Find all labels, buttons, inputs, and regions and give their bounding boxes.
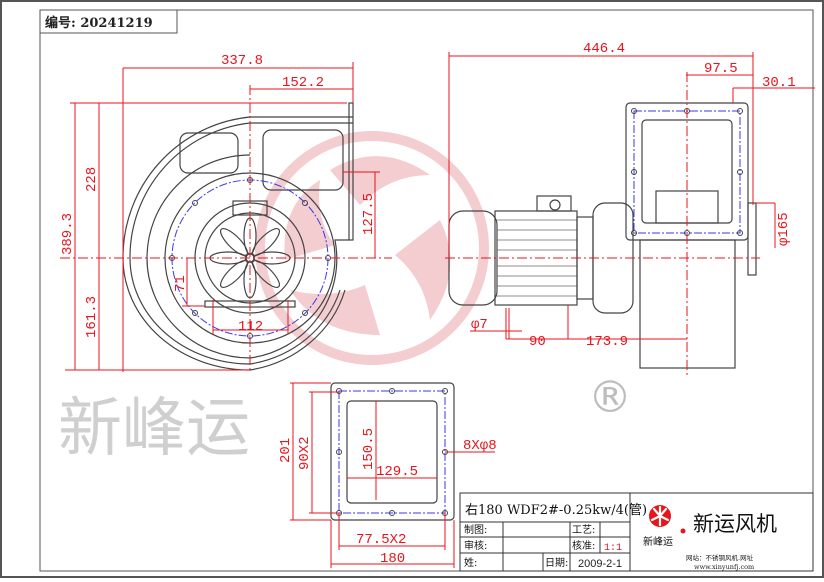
dim-outer-width: 180	[380, 551, 405, 567]
dim-opening-width: 129.5	[376, 464, 418, 480]
dim-foot-spacing: 112	[238, 319, 263, 335]
dim-outer-height: 201	[278, 438, 294, 463]
dim-height-total: 389.3	[60, 213, 76, 255]
dim-bolt-vertical: 90X2	[297, 436, 313, 470]
inner-frame	[39, 9, 814, 572]
dim-foot-to-center: 173.9	[586, 334, 628, 350]
dim-foot-spacing-side: 90	[529, 334, 546, 350]
name-label: 姓:	[464, 556, 477, 569]
motor-vent-petals	[209, 217, 291, 299]
drawing-number-box	[39, 9, 178, 34]
dim-height-lower: 161.3	[84, 296, 100, 338]
drawing-number: 编号: 20241219	[45, 15, 153, 31]
review-label: 审核:	[464, 539, 487, 552]
title-block: 右180 WDF2#-0.25kw/4(管) 制图: 工艺: 审核: 核准: 1…	[459, 492, 814, 572]
dim-foot-height: 71	[173, 275, 189, 292]
dim-outlet-offset: 152.2	[282, 75, 324, 91]
dim-flange-offset: 97.5	[704, 61, 738, 77]
website-line-2: www.xinyunfj.com	[694, 563, 754, 571]
watermark-text: 新峰运	[58, 392, 250, 466]
website-line-1: 网站：不锈钢风机.网址	[686, 553, 754, 562]
company-logo-icon	[649, 505, 686, 534]
scale-value: 1:1	[604, 543, 622, 554]
flange-view: 201 90X2 150.5 129.5 8Xφ8 77.5X2 180	[278, 382, 497, 568]
date-value: 2009-2-1	[578, 558, 622, 570]
dim-inlet-dia: φ165	[776, 212, 792, 246]
dim-opening-height: 150.5	[361, 428, 377, 470]
dim-outlet-height: 127.5	[361, 193, 377, 235]
dim-width-total: 337.8	[221, 53, 263, 69]
dim-length-total: 446.4	[583, 41, 625, 57]
model-name: 右180 WDF2#-0.25kw/4(管)	[465, 503, 647, 518]
dim-holes: 8Xφ8	[463, 438, 497, 454]
dim-height-upper: 228	[84, 167, 100, 192]
dim-flange-edge: 30.1	[762, 75, 796, 91]
watermark-logo	[255, 131, 489, 365]
front-view: 337.8 152.2 389.3 228 161.3 127.5 71 112	[60, 53, 392, 372]
side-view: 446.4 97.5 30.1 φ165 φ7 90 173.9	[445, 41, 815, 375]
process-label: 工艺:	[572, 524, 595, 536]
approve-label: 核准:	[572, 539, 595, 552]
logo-text: 新峰运	[643, 535, 673, 548]
drawn-label: 制图:	[464, 523, 487, 536]
watermark-registered-mark: ®	[588, 372, 632, 423]
company-name: 新运风机	[693, 512, 777, 536]
dim-bolt-horizontal: 77.5X2	[356, 532, 406, 548]
date-label: 日期:	[545, 557, 568, 569]
dim-hole-dia: φ7	[471, 317, 488, 333]
